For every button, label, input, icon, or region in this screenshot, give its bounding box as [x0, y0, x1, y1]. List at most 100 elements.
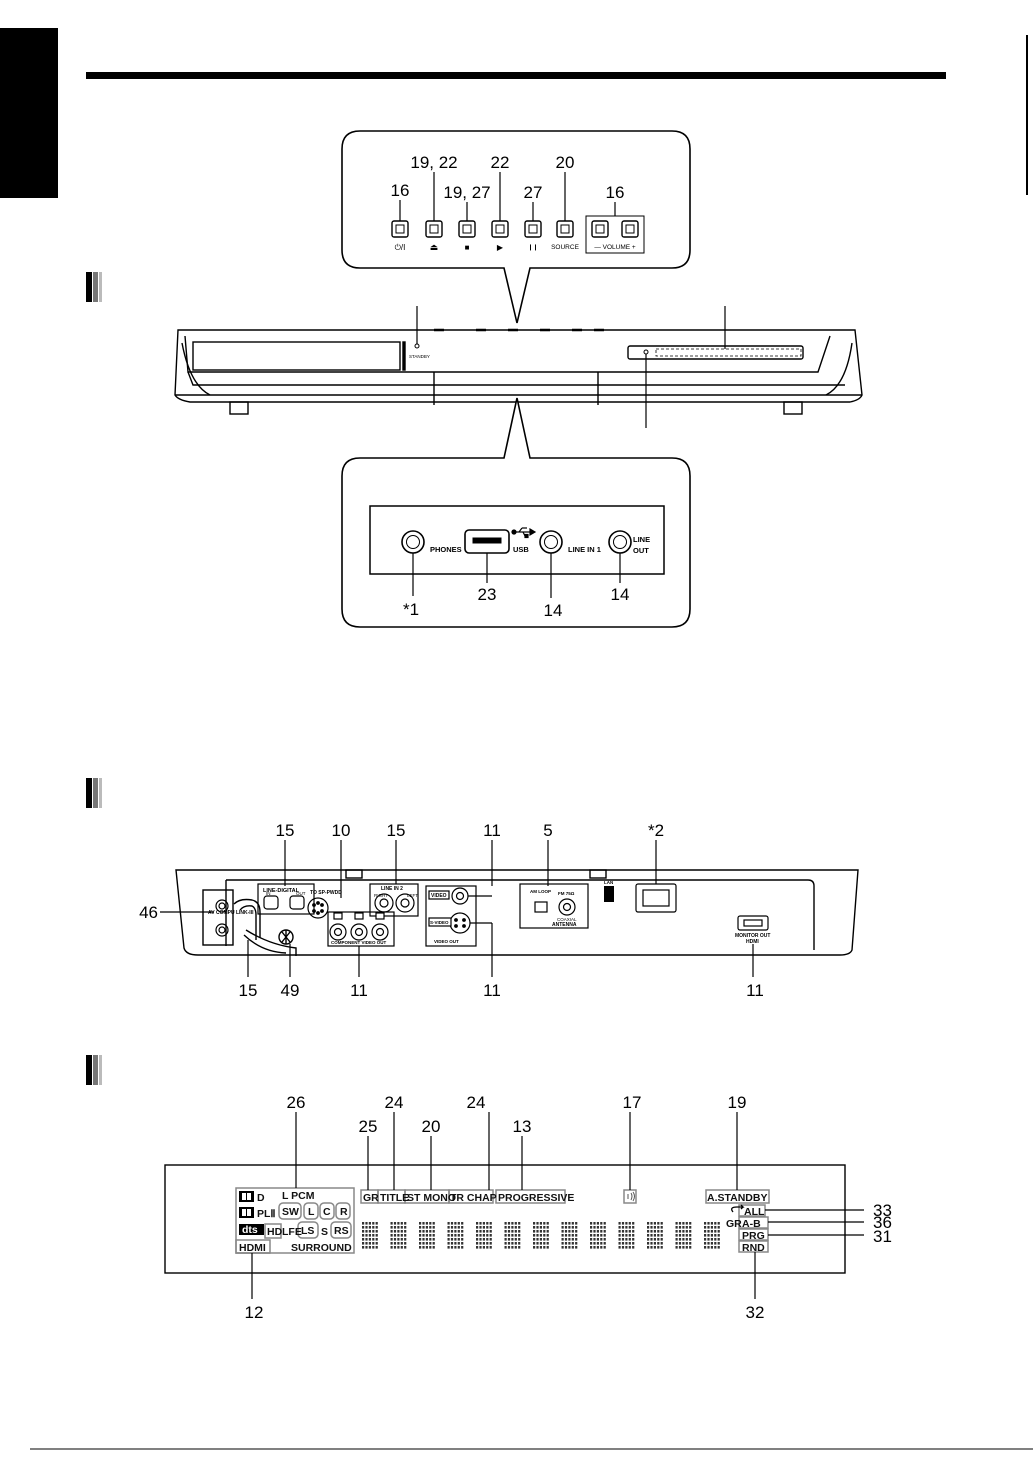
power-label: ⏻/I: [395, 243, 406, 252]
dot-matrix-pixel: [400, 1242, 403, 1245]
callout-24b: 24: [467, 1093, 486, 1112]
dot-matrix-pixel: [429, 1222, 432, 1225]
dot-matrix-pixel: [404, 1226, 407, 1229]
dot-matrix-pixel: [632, 1234, 635, 1237]
c-indicator: C: [323, 1206, 331, 1218]
volume-up-button[interactable]: [621, 220, 639, 238]
dot-matrix-pixel: [504, 1238, 507, 1241]
line-in-2-left-label: LEFT: [407, 893, 418, 898]
dot-matrix-pixel: [561, 1242, 564, 1245]
line-in-2-left-jack[interactable]: [395, 893, 415, 913]
dot-matrix-pixel: [536, 1238, 539, 1241]
volume-down-button[interactable]: [591, 220, 609, 238]
cable-clamp: [233, 898, 297, 956]
title-indicator: TITLE: [380, 1192, 409, 1204]
dot-matrix-pixel: [365, 1222, 368, 1225]
dot-matrix-pixel: [504, 1226, 507, 1229]
dot-matrix-pixel: [546, 1246, 549, 1249]
dot-matrix-pixel: [707, 1226, 710, 1229]
dot-matrix-pixel: [536, 1222, 539, 1225]
digital-in-jack[interactable]: [263, 895, 279, 910]
dot-matrix-pixel: [660, 1242, 663, 1245]
dot-matrix-pixel: [689, 1242, 692, 1245]
dot-matrix-pixel: [675, 1242, 678, 1245]
hdmi-port[interactable]: [737, 915, 769, 931]
am-loop-terminal[interactable]: [534, 901, 548, 913]
dot-matrix-pixel: [546, 1226, 549, 1229]
dot-matrix-pixel: [461, 1222, 464, 1225]
rear-leader-lines: [160, 840, 754, 977]
dot-matrix-pixel: [422, 1230, 425, 1233]
dot-matrix-pixel: [546, 1242, 549, 1245]
fm-antenna-jack[interactable]: [558, 898, 576, 916]
dot-matrix-pixel: [704, 1238, 707, 1241]
digital-out-jack[interactable]: [289, 895, 305, 910]
dot-matrix-pixel: [660, 1246, 663, 1249]
dot-matrix-pixel: [476, 1234, 479, 1237]
sp-pwdd-jack[interactable]: [307, 897, 329, 919]
dot-matrix-pixel: [593, 1226, 596, 1229]
dot-matrix-pixel: [650, 1230, 653, 1233]
dot-matrix-pixel: [628, 1242, 631, 1245]
callout-46: 46: [139, 903, 158, 922]
dot-matrix-pixel: [568, 1226, 571, 1229]
dot-matrix-pixel: [675, 1222, 678, 1225]
component-y-jack[interactable]: [329, 923, 347, 941]
play-label: ▶: [497, 243, 504, 252]
dot-matrix-pixel: [454, 1238, 457, 1241]
dot-matrix-pixel: [397, 1222, 400, 1225]
rear-unit: [175, 869, 859, 956]
display-format-block: [235, 1187, 355, 1254]
pause-button[interactable]: [524, 220, 542, 238]
stop-button[interactable]: [458, 220, 476, 238]
dot-matrix-pixel: [647, 1230, 650, 1233]
dot-matrix-pixel: [419, 1222, 422, 1225]
a-standby-indicator: A.STANDBY: [707, 1192, 767, 1204]
dot-matrix-pixel: [714, 1222, 717, 1225]
tr-chap-indicator: TR CHAP: [450, 1192, 497, 1204]
component-pb-jack[interactable]: [350, 923, 368, 941]
dot-matrix-pixel: [714, 1234, 717, 1237]
dot-matrix-pixel: [571, 1222, 574, 1225]
dot-matrix-pixel: [450, 1238, 454, 1241]
dot-matrix-pixel: [546, 1238, 549, 1241]
dot-matrix-pixel: [518, 1230, 521, 1233]
dot-matrix-pixel: [482, 1234, 485, 1237]
callout-20d: 20: [422, 1117, 441, 1136]
dot-matrix-pixel: [518, 1246, 521, 1249]
component-pr-jack[interactable]: [371, 923, 389, 941]
dot-matrix-pixel: [596, 1230, 599, 1233]
dot-matrix-pixel: [461, 1238, 464, 1241]
dot-matrix-pixel: [689, 1246, 692, 1249]
dot-matrix-pixel: [397, 1246, 400, 1249]
dot-matrix-pixel: [628, 1226, 631, 1229]
dot-matrix-pixel: [511, 1246, 514, 1249]
play-button[interactable]: [491, 220, 509, 238]
callout-24a: 24: [385, 1093, 404, 1112]
dot-matrix-pixel: [400, 1234, 403, 1237]
power-button[interactable]: [391, 220, 409, 238]
dot-matrix-pixel: [717, 1238, 720, 1241]
dot-matrix-pixel: [600, 1234, 603, 1237]
dot-matrix-pixel: [397, 1230, 400, 1233]
dot-matrix-pixel: [486, 1242, 489, 1245]
dot-matrix-pixel: [632, 1222, 635, 1225]
dot-matrix-pixel: [489, 1246, 492, 1249]
source-button[interactable]: [556, 220, 574, 238]
line-label: LINE: [633, 535, 650, 544]
dot-matrix-pixel: [539, 1230, 542, 1233]
dot-matrix-pixel: [447, 1230, 450, 1233]
dot-matrix-pixel: [533, 1222, 536, 1225]
dot-matrix-pixel: [514, 1234, 517, 1237]
dot-matrix-pixel: [647, 1246, 650, 1249]
dot-matrix-pixel: [678, 1230, 682, 1233]
dot-matrix-pixel: [479, 1230, 482, 1233]
st-mono-indicator: ST MONO: [407, 1192, 456, 1204]
dot-matrix-pixel: [632, 1242, 635, 1245]
dot-matrix-pixel: [393, 1234, 397, 1237]
dot-matrix-pixel: [561, 1230, 564, 1233]
eject-button[interactable]: [425, 220, 443, 238]
dot-matrix-pixel: [375, 1226, 378, 1229]
dot-matrix-pixel: [657, 1238, 660, 1241]
dot-matrix-pixel: [660, 1238, 663, 1241]
